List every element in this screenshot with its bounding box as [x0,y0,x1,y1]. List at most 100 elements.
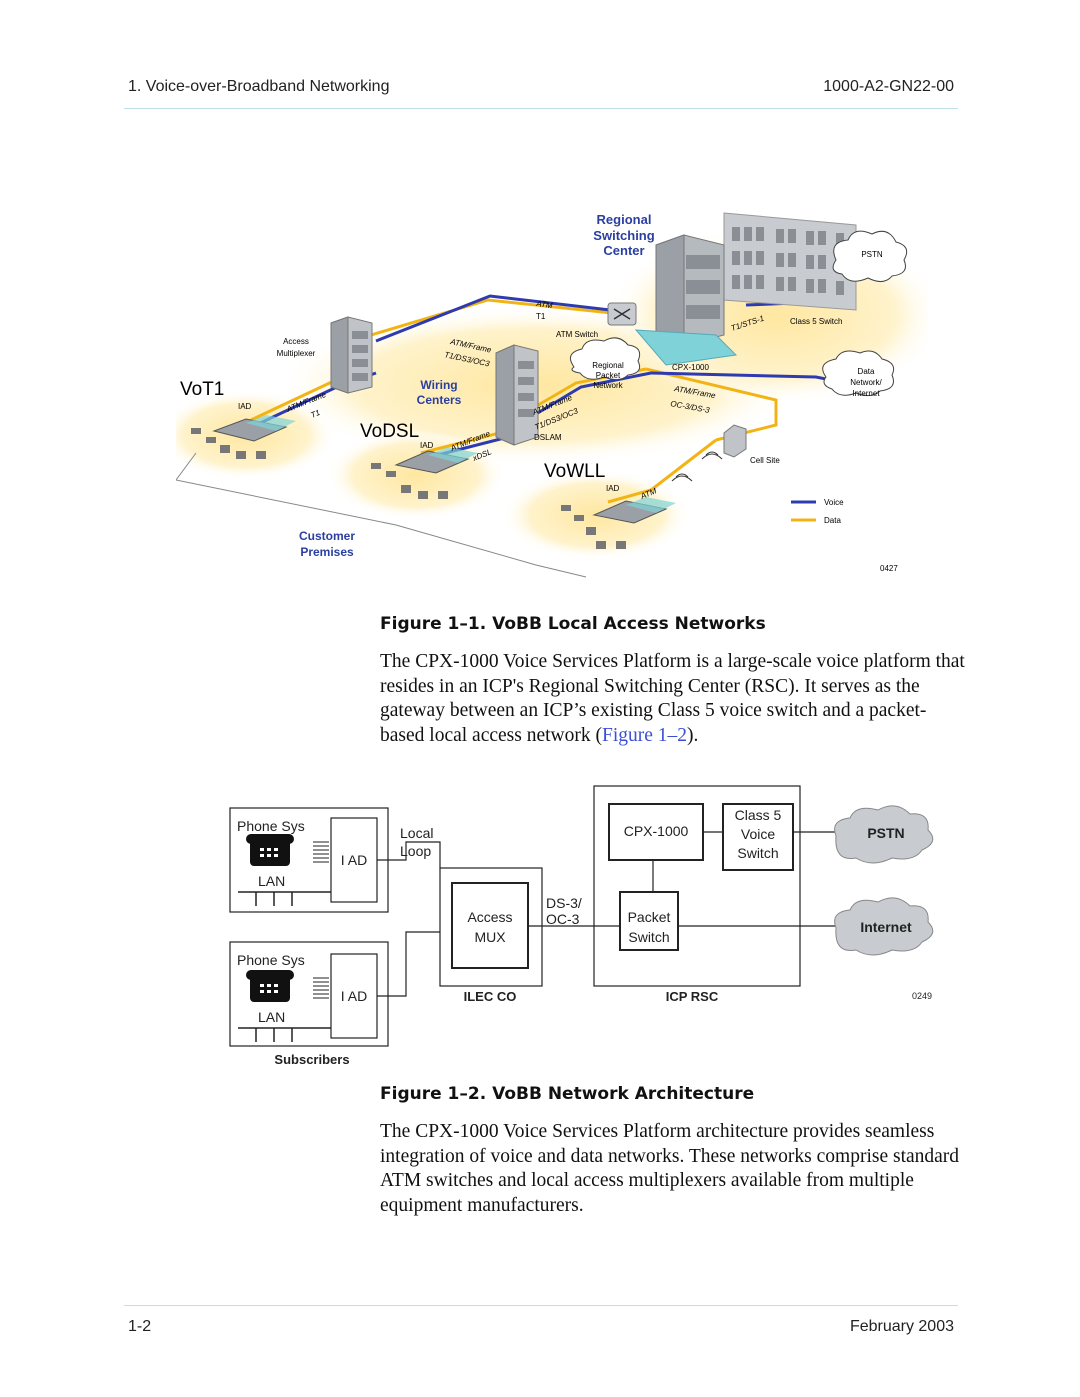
label-access: Access [467,909,512,925]
caption-figure-1-2: Figure 1–2. VoBB Network Architecture [380,1084,754,1104]
label-mux: MUX [474,929,506,945]
label-dslam: DSLAM [534,433,562,442]
label-local: Local [400,825,433,841]
caption-1-title: VoBB Local Access Networks [492,614,766,634]
cpx-platform [634,329,738,366]
label-iad-vodsl: IAD [420,441,434,450]
label-switching: Switching [593,228,654,243]
label-fig2-id: 0249 [912,991,932,1001]
label-phone-sys-1: Phone Sys [237,818,305,834]
label-atm-switch: ATM Switch [556,330,598,339]
label-regional: Regional [597,212,652,227]
label-centers: Centers [417,393,462,407]
label-t1-top: T1 [536,312,546,321]
label-rpn-network: Network [593,381,623,390]
legend-data-label: Data [824,516,841,525]
header-rule [124,108,958,109]
cell-site-icon [701,424,747,460]
label-iad-2: I AD [341,988,367,1004]
label-packet-switch: Switch [628,929,669,945]
premises-line [176,479,587,578]
label-pstn: PSTN [861,250,883,259]
label-pstn: PSTN [867,825,904,841]
running-header-doc-number: 1000-A2-GN22-00 [823,78,954,95]
caption-figure-1-1: Figure 1–1. VoBB Local Access Networks [380,614,766,634]
label-multiplexer: Multiplexer [277,349,316,358]
lan-bus-1 [238,891,331,906]
label-phone-sys-2: Phone Sys [237,952,305,968]
label-atm: ATM [535,299,554,310]
label-oc3: OC-3 [546,911,580,927]
label-wiring: Wiring [420,378,457,392]
figure-1-2-link[interactable]: Figure 1–2 [601,724,688,746]
label-loop: Loop [400,843,431,859]
label-cpx1000: CPX-1000 [672,363,709,372]
label-center: Center [603,243,644,258]
regional-packet-network-cloud [569,337,641,381]
label-internet: Internet [860,919,912,935]
label-fig1-id: 0427 [880,564,898,573]
running-header-chapter: 1. Voice-over-Broadband Networking [128,78,390,95]
paragraph-1-tail: ). [687,724,699,746]
icp-rsc-box [593,785,801,987]
subscriber-box-2 [229,941,389,1047]
data-network-cloud [822,350,895,397]
figure-vobb-local-access-networks: Regional Switching Center PSTN ATM T1 AT… [176,212,928,578]
label-ilec-co: ILEC CO [464,989,517,1004]
vot1-iad-device [191,415,296,459]
label-lan-1: LAN [258,873,285,889]
phone-icon-2 [246,970,294,1002]
dslam-rack [495,344,539,446]
access-mux-box [451,882,529,969]
label-iad-vot1: IAD [238,402,252,411]
label-t1-vot1: T1 [309,408,321,420]
label-ds3: DS-3/ [546,895,582,911]
caption-2-label: Figure 1–2. [380,1084,487,1104]
figure-vobb-network-architecture: Phone Sys I AD LAN Local Loop Access MUX… [229,785,934,1067]
label-switch: Switch [737,845,778,861]
label-cell-site: Cell Site [750,456,780,465]
paragraph-1: The CPX-1000 Voice Services Platform is … [380,650,965,748]
label-internet: Internet [852,389,880,398]
label-rpn-regional: Regional [592,361,624,370]
pstn-cloud [832,230,908,282]
label-data: Data [858,367,875,376]
paragraph-1-text: The CPX-1000 Voice Services Platform is … [380,651,965,746]
caption-1-label: Figure 1–1. [380,614,487,634]
label-voice: Voice [741,826,775,842]
caption-2-title: VoBB Network Architecture [492,1084,755,1104]
page-number: 1-2 [128,1318,152,1335]
label-subscribers: Subscribers [274,1052,349,1067]
paragraph-2: The CPX-1000 Voice Services Platform arc… [380,1121,960,1216]
label-vot1: VoT1 [180,379,224,400]
regional-switching-center-building [723,212,857,311]
publication-date: February 2003 [849,1318,954,1335]
label-iad-vowll: IAD [606,484,620,493]
label-class5: Class 5 [735,807,782,823]
phone-icon-1 [246,834,294,866]
label-access: Access [283,337,309,346]
class5-box [722,803,794,871]
vowll-iad-device [561,473,693,549]
access-multiplexer-rack [330,316,373,394]
label-cpx1000: CPX-1000 [624,823,689,839]
ilec-co-box [439,867,543,987]
atm-switch-icon [607,302,637,326]
label-packet: Packet [628,909,671,925]
packet-switch-box [619,891,679,951]
legend-voice-label: Voice [824,498,844,507]
pstn-cloud-2 [834,805,934,864]
internet-cloud [834,897,934,956]
vodsl-iad-device [371,447,478,499]
label-lan-2: LAN [258,1009,285,1025]
label-icp-rsc: ICP RSC [666,989,719,1004]
label-iad-1: I AD [341,852,367,868]
label-customer: Customer [299,529,355,543]
label-vowll: VoWLL [544,461,605,482]
footer-rule [124,1305,958,1306]
lan-bus-2 [238,1027,331,1042]
label-premises: Premises [300,545,354,559]
label-vodsl: VoDSL [360,421,419,442]
label-network: Network/ [850,378,882,387]
cpx1000-rack [655,234,725,346]
